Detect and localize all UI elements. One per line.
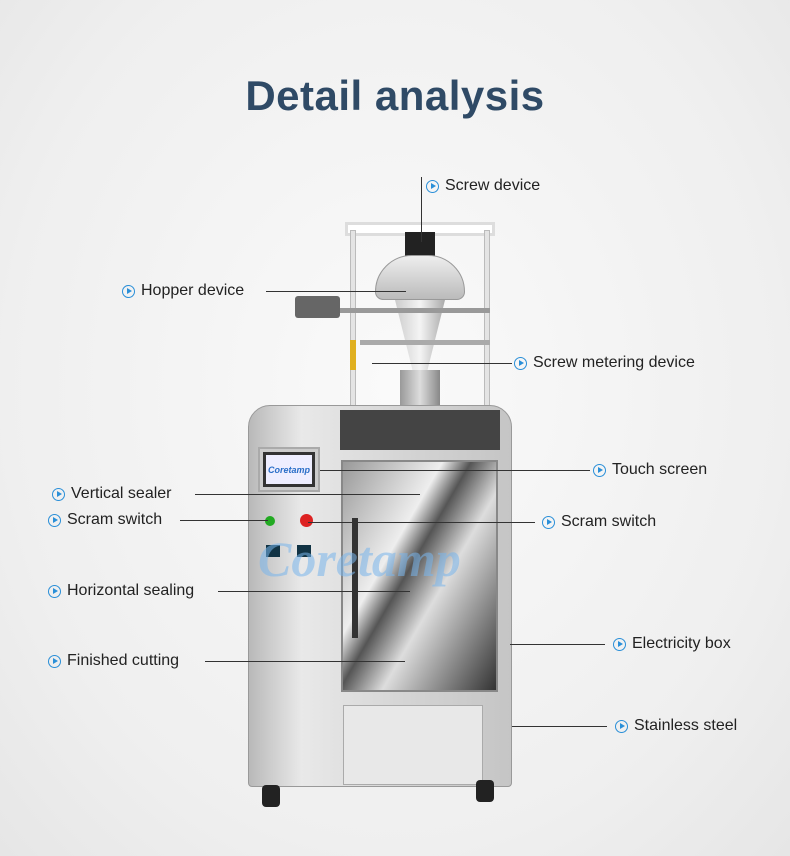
arrow-circle-icon	[48, 513, 61, 527]
arrow-circle-icon	[48, 584, 61, 598]
label-electricity-box: Electricity box	[613, 635, 731, 653]
label-finished-cutting: Finished cutting	[48, 652, 179, 670]
watermark: Coretamp	[258, 531, 461, 587]
label-text: Vertical sealer	[71, 485, 172, 502]
label-screw-metering-device: Screw metering device	[514, 354, 695, 372]
label-text: Scram switch	[561, 513, 657, 530]
label-stainless-steel: Stainless steel	[615, 717, 737, 735]
arrow-circle-icon	[613, 637, 626, 651]
label-touch-screen: Touch screen	[593, 461, 707, 479]
label-scram-switch-left: Scram switch	[48, 511, 162, 529]
label-screw-device: Screw device	[426, 177, 540, 195]
label-text: Screw metering device	[533, 354, 695, 371]
label-hopper-device: Hopper device	[122, 282, 244, 300]
arrow-circle-icon	[52, 487, 65, 501]
arrow-circle-icon	[593, 463, 606, 477]
label-text: Hopper device	[141, 282, 245, 299]
arrow-circle-icon	[426, 179, 439, 193]
label-text: Electricity box	[632, 635, 731, 652]
label-text: Screw device	[445, 177, 541, 194]
label-text: Touch screen	[612, 461, 708, 478]
arrow-circle-icon	[514, 356, 527, 370]
arrow-circle-icon	[48, 654, 61, 668]
label-horizontal-sealing: Horizontal sealing	[48, 582, 194, 600]
touch-screen-display: Coretamp	[266, 455, 312, 484]
arrow-circle-icon	[542, 515, 555, 529]
label-text: Horizontal sealing	[67, 582, 195, 599]
label-text: Stainless steel	[634, 717, 738, 734]
label-scram-switch-right: Scram switch	[542, 513, 656, 531]
arrow-circle-icon	[615, 719, 628, 733]
label-vertical-sealer: Vertical sealer	[52, 485, 172, 503]
label-text: Finished cutting	[67, 652, 180, 669]
page-title: Detail analysis	[245, 72, 545, 119]
arrow-circle-icon	[122, 284, 135, 298]
label-text: Scram switch	[67, 511, 163, 528]
